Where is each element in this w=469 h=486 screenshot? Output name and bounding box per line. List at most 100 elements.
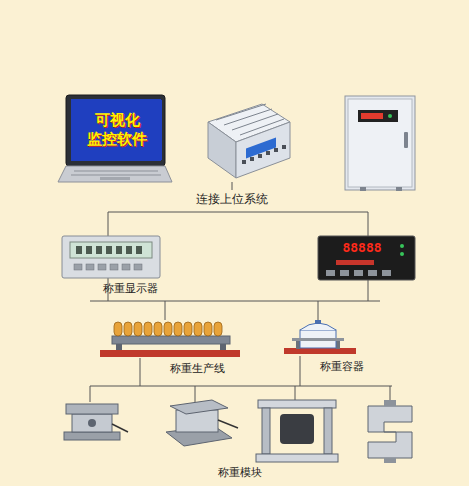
null-part-part xyxy=(368,270,377,276)
null-part-part xyxy=(354,270,363,276)
null-part xyxy=(74,264,142,270)
load-cell-figure-part xyxy=(64,432,120,440)
null-part-part xyxy=(214,322,222,336)
conveyor-figure-part xyxy=(112,336,230,344)
display-figure-part xyxy=(400,252,404,256)
s-type-cell-figure-part xyxy=(368,406,412,458)
null-part-part xyxy=(282,145,286,149)
null-part-part xyxy=(98,264,106,270)
s-type-cell-figure-part xyxy=(384,458,396,463)
cabinet-figure-part xyxy=(358,110,398,122)
null-part xyxy=(242,145,286,164)
null-part-part xyxy=(110,264,118,270)
laptop-figure xyxy=(58,95,172,182)
cabinet-figure-part xyxy=(361,113,383,119)
laptop-figure-part xyxy=(100,177,130,180)
null-part-part xyxy=(144,322,152,336)
wire-lines-part xyxy=(300,356,301,386)
wire-lines-part xyxy=(108,212,368,213)
cabinet-figure-part xyxy=(345,96,415,190)
load-cell-figure-part xyxy=(280,414,314,444)
wire-lines xyxy=(90,182,392,404)
wire-lines-part xyxy=(368,212,369,236)
cabinet-figure xyxy=(345,96,415,191)
laptop-figure-part xyxy=(74,171,158,172)
null-part-part xyxy=(184,322,192,336)
device-label: 称重模块 xyxy=(218,466,262,479)
vessel-figure-part xyxy=(336,340,340,349)
null-part-part xyxy=(266,151,270,155)
laptop-figure-part xyxy=(66,95,165,166)
vessel-figure-part xyxy=(284,348,356,354)
null-part-part xyxy=(116,246,122,254)
null-part-part xyxy=(274,148,278,152)
cabinet-figure-part xyxy=(404,132,408,148)
wire-lines-part xyxy=(295,386,296,400)
null-part-part xyxy=(74,264,82,270)
load-cell-figure-part xyxy=(258,400,336,408)
vessel-figure-part xyxy=(300,323,336,330)
null-part-part xyxy=(126,246,132,254)
display-figure-part xyxy=(70,242,152,258)
conveyor-figure-part xyxy=(100,350,240,357)
wire-lines-part xyxy=(232,182,233,190)
device-label: 称重显示器 xyxy=(103,282,158,295)
display-figure xyxy=(318,236,415,280)
load-cell-figure-part xyxy=(324,408,332,454)
null-part-part xyxy=(106,246,112,254)
load-cell-figure-part xyxy=(218,420,238,428)
null-part-part xyxy=(242,160,246,164)
device-label: 称重生产线 xyxy=(170,362,225,375)
null-part-part xyxy=(114,322,122,336)
null-part-part xyxy=(122,264,130,270)
load-cell-figure-part xyxy=(88,419,96,427)
null-part-part xyxy=(216,104,266,120)
null-part-part xyxy=(134,322,142,336)
null-part-part xyxy=(224,109,272,125)
cabinet-figure-part xyxy=(348,99,412,187)
null-part xyxy=(76,246,142,254)
laptop-figure-part xyxy=(71,99,161,161)
null-part xyxy=(326,270,391,276)
load-cell-figure-part xyxy=(262,408,270,454)
null-part-part xyxy=(134,264,142,270)
null-part xyxy=(114,322,222,336)
load-cell-figure xyxy=(256,400,338,462)
system-label: 连接上位系统 xyxy=(196,192,268,206)
vessel-figure-part xyxy=(315,320,321,324)
null-part-part xyxy=(340,270,349,276)
vessel-figure-part xyxy=(296,340,300,349)
wire-lines-part xyxy=(90,386,392,387)
load-cell-figure-part xyxy=(170,400,228,414)
plc-figure-part xyxy=(236,122,290,178)
vessel-figure-part xyxy=(292,338,344,341)
load-cell-figure-part xyxy=(256,454,338,462)
null-part-part xyxy=(96,246,102,254)
null-part-part xyxy=(86,246,92,254)
null-part-part xyxy=(326,270,335,276)
s-type-cell-figure-part xyxy=(384,400,396,406)
wire-lines-part xyxy=(318,301,319,322)
cabinet-figure-part xyxy=(360,187,366,191)
device-label: 称重容器 xyxy=(320,360,364,373)
wire-lines-part xyxy=(108,212,109,236)
load-cell-figure xyxy=(166,400,238,446)
null-part-part xyxy=(250,157,254,161)
wire-lines-part xyxy=(90,386,91,402)
null-part-part xyxy=(154,322,162,336)
plc-figure xyxy=(208,104,290,178)
null-part xyxy=(216,104,284,135)
display-digits: 88888 xyxy=(342,240,381,256)
wire-lines-part xyxy=(140,358,141,386)
null-part-part xyxy=(382,270,391,276)
conveyor-figure xyxy=(100,322,240,357)
display-figure-part xyxy=(62,236,160,278)
load-cell-figure-part xyxy=(72,414,112,432)
screen-box: 可视化 监控软件 xyxy=(72,100,162,160)
load-cell-figure-part xyxy=(176,410,218,432)
wire-lines-part xyxy=(165,301,166,320)
